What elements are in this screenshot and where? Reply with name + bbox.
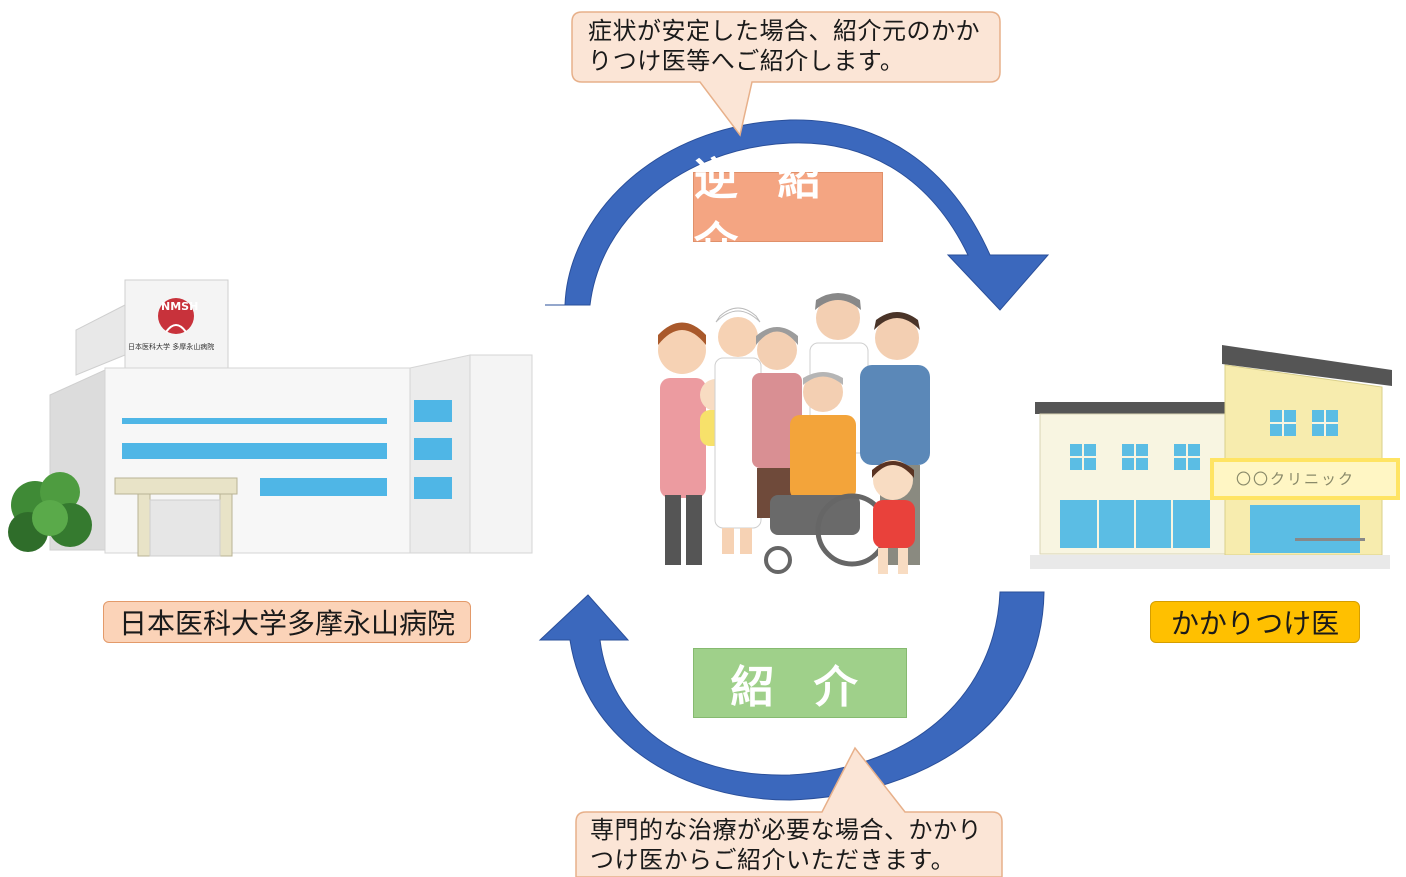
referral-arrow (538, 591, 1045, 801)
clinic-illustration (1030, 345, 1400, 569)
tree (8, 472, 92, 552)
callout-top-bubble (571, 11, 1001, 137)
patient-family-illustration (658, 293, 930, 574)
hospital-logo-text: NMSH (161, 300, 199, 313)
clinic-label: かかりつけ医 (1150, 601, 1360, 643)
hospital-illustration (8, 279, 533, 557)
referral-label: 紹 介 (693, 648, 907, 718)
callout-bottom-bubble (575, 746, 1003, 877)
callout-bottom-text: 専門的な治療が必要な場合、かかり つけ医からご紹介いただきます。 (590, 816, 982, 874)
hospital-sign-text: 日本医科大学 多摩永山病院 (128, 343, 215, 351)
hospital-label: 日本医科大学多摩永山病院 (103, 601, 471, 643)
reverse-referral-label: 逆 紹 介 (693, 154, 883, 269)
callout-top-text: 症状が安定した場合、紹介元のかか りつけ医等へご紹介します。 (588, 17, 980, 75)
clinic-sign-text: 〇〇クリニック (1236, 470, 1356, 488)
reverse-referral-arrow (545, 119, 1050, 311)
